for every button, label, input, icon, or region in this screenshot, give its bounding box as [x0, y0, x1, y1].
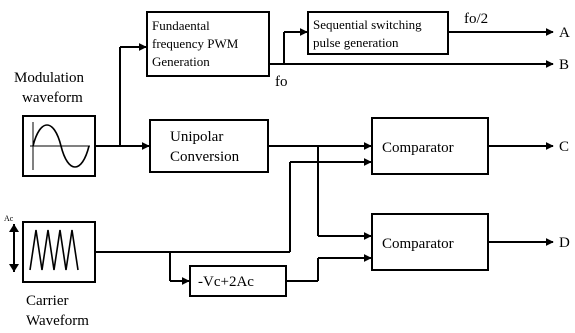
carrier-amplitude-arrow-down [9, 264, 19, 272]
pwm-label-line1: Fundaental [152, 18, 210, 33]
output-c-label: C [559, 139, 569, 155]
triangle-wave-icon [29, 229, 79, 271]
output-d-label: D [559, 235, 570, 251]
pwm-generation-box [146, 11, 270, 77]
unipolar-label-line2: Conversion [170, 149, 240, 165]
comparator-1-label: Comparator [382, 140, 454, 156]
carrier-label-line2: Waveform [26, 313, 89, 329]
offset-label: -Vc+2Ac [198, 274, 254, 290]
output-b-label: B [559, 57, 569, 73]
output-a-label: A [559, 25, 570, 41]
modulation-label-line1: Modulation [14, 70, 84, 86]
sine-wave-icon [30, 122, 90, 170]
offset-box [189, 265, 287, 297]
fo-half-label: fo/2 [464, 11, 488, 27]
pwm-label-line3: Generation [152, 54, 210, 69]
carrier-label-line1: Carrier [26, 293, 68, 309]
sequential-label-line2: pulse generation [313, 35, 399, 50]
carrier-waveform-box [22, 221, 96, 283]
unipolar-label-line1: Unipolar [170, 129, 223, 145]
sequential-switching-box [307, 11, 449, 55]
pwm-label-line2: frequency PWM [152, 36, 239, 51]
fo-label: fo [275, 74, 288, 90]
carrier-amplitude-arrow-up [9, 224, 19, 232]
comparator-1-box [371, 117, 489, 175]
sequential-label-line1: Sequential switching [313, 17, 422, 32]
carrier-amplitude-label: Ac [4, 214, 14, 223]
comparator-2-label: Comparator [382, 236, 454, 252]
modulation-label-line2: waveform [22, 90, 83, 106]
